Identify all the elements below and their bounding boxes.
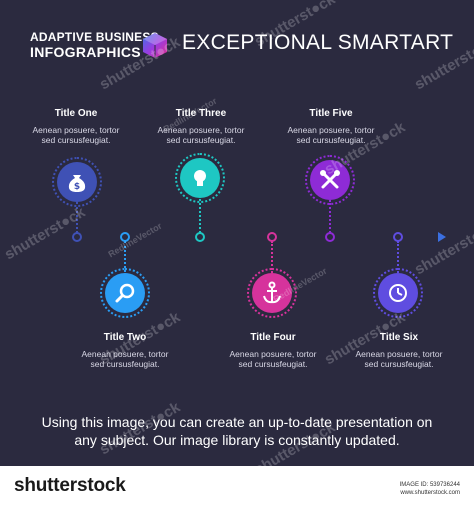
timeline-node xyxy=(195,232,205,242)
caption-line1: Using this image, you can create an up-t… xyxy=(41,414,433,430)
caption-text: Using this image, you can create an up-t… xyxy=(20,414,454,449)
item-title: Title Two xyxy=(103,332,147,343)
caption-line2: any subject. Our image library is consta… xyxy=(74,431,400,448)
lightbulb-icon xyxy=(175,153,225,203)
anchor-icon xyxy=(247,268,297,318)
brand-line2: INFOGRAPHICS xyxy=(30,44,141,60)
magnifier-icon xyxy=(100,268,150,318)
site-url: www.shutterstock.com xyxy=(400,490,460,497)
item-title: Title One xyxy=(54,108,98,119)
svg-text:$: $ xyxy=(74,182,80,192)
image-meta: IMAGE ID: 539736244 www.shutterstock.com xyxy=(400,481,460,497)
timeline-node xyxy=(72,232,82,242)
connector-one xyxy=(76,202,78,233)
brand-title: ADAPTIVE BUSINESS INFOGRAPHICS xyxy=(30,31,159,59)
timeline-node xyxy=(393,232,403,242)
connector-three xyxy=(199,199,201,233)
cube-logo-icon xyxy=(143,33,167,58)
item-title: Title Six xyxy=(379,332,419,343)
image-id: IMAGE ID: 539736244 xyxy=(399,482,460,488)
timeline-arrow xyxy=(438,232,446,242)
item-title: Title Three xyxy=(175,108,227,119)
page-title: EXCEPTIONAL SMARTART xyxy=(182,31,454,54)
brand-line1: ADAPTIVE BUSINESS xyxy=(30,30,159,44)
connector-four xyxy=(271,241,273,273)
item-title: Title Five xyxy=(309,108,353,119)
shutterstock-logo: shutterstock xyxy=(14,475,126,496)
stock-footer: shutterstock IMAGE ID: 539736244 www.shu… xyxy=(0,466,474,505)
item-title: Title Four xyxy=(250,332,296,343)
infographic-canvas: ADAPTIVE BUSINESS INFOGRAPHICS EXCEPTION… xyxy=(0,0,474,478)
tools-icon xyxy=(305,155,355,205)
timeline-axis xyxy=(72,232,446,242)
timeline-node xyxy=(267,232,277,242)
connector-six xyxy=(397,241,399,273)
connector-two xyxy=(124,241,126,272)
money-bag-icon: $ xyxy=(52,157,102,207)
timeline-node xyxy=(325,232,335,242)
connector-five xyxy=(329,200,331,233)
clock-icon xyxy=(373,268,423,318)
